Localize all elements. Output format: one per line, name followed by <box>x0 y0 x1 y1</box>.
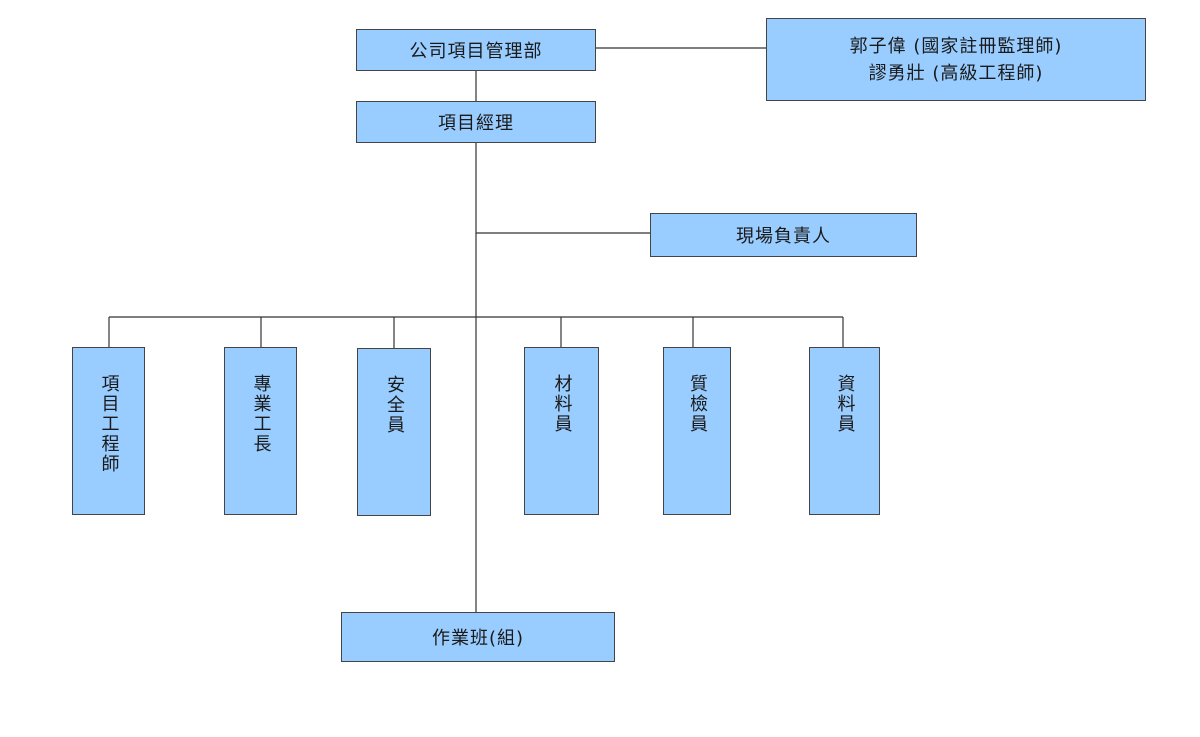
node-label: 資料員 <box>834 374 856 434</box>
node-label: 項目工程師 <box>98 374 120 474</box>
node-label: 作業班(組) <box>431 628 525 649</box>
node-label: 項目經理 <box>438 113 514 134</box>
node-quality-inspector: 質檢員 <box>663 347 731 515</box>
node-specialist-foreman: 專業工長 <box>224 347 297 515</box>
node-materials-officer: 材料員 <box>524 347 599 515</box>
node-label: 現場負責人 <box>736 226 831 247</box>
node-label: 專業工長 <box>250 374 272 454</box>
node-label: 安全員 <box>384 375 405 435</box>
node-label: 公司項目管理部 <box>409 41 543 62</box>
advisor-name-1: 郭子偉 (國家註冊監理師) <box>849 35 1063 57</box>
node-advisors: 郭子偉 (國家註冊監理師) 謬勇壯 (高級工程師) <box>766 18 1146 101</box>
advisor-name-2: 謬勇壯 (高級工程師) <box>868 62 1044 84</box>
node-site-lead: 現場負責人 <box>650 213 917 257</box>
node-project-management-dept: 公司項目管理部 <box>356 29 596 71</box>
node-label: 質檢員 <box>687 374 708 434</box>
node-work-crew: 作業班(組) <box>341 612 615 662</box>
node-project-engineer: 項目工程師 <box>72 347 145 515</box>
node-label: 材料員 <box>551 374 573 434</box>
node-project-manager: 項目經理 <box>356 101 596 143</box>
node-records-officer: 資料員 <box>809 347 880 515</box>
node-safety-officer: 安全員 <box>357 348 431 516</box>
